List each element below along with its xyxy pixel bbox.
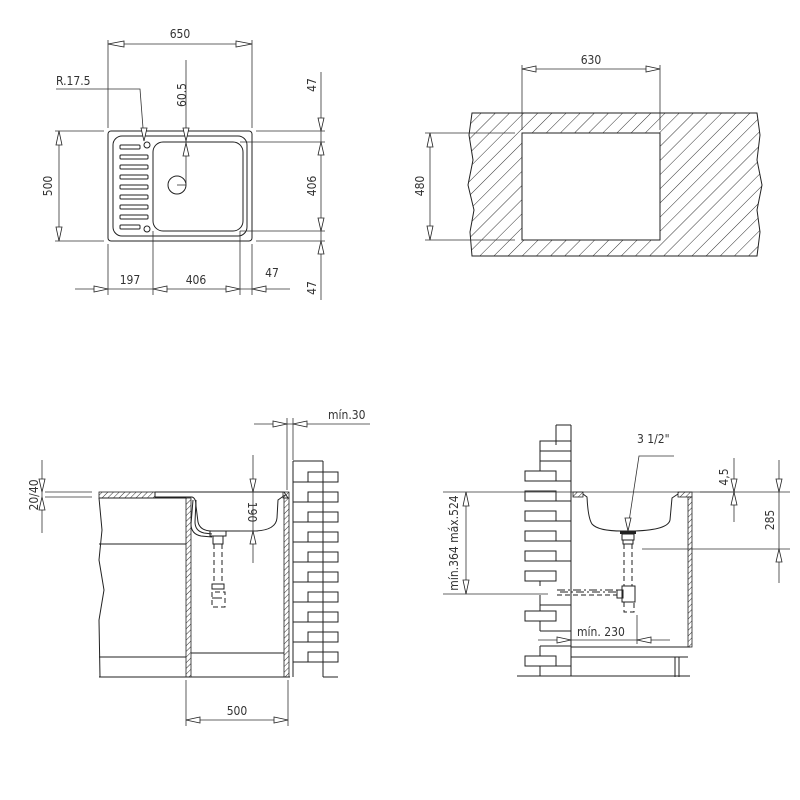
dim-overall-width: 650 [170, 27, 191, 41]
dim-bowl-width: 406 [186, 273, 207, 287]
side-view-left: 20/40 190 [27, 408, 370, 726]
drainer-grooves [119, 144, 149, 230]
cutout-opening [521, 132, 661, 241]
dim-bottom-margin: 47 [305, 281, 319, 295]
dim-drain-offset: 60.5 [175, 83, 189, 107]
tap-hole-bottom [143, 225, 151, 233]
cutout-view: 630 480 [413, 53, 763, 257]
dim-drainer-width: 197 [120, 273, 141, 287]
dim-top-margin: 47 [305, 78, 319, 92]
dim-drain-height: 285 [763, 510, 777, 531]
dim-overall-height: 500 [41, 176, 55, 197]
dim-outlet-height-range: mín.364 máx.524 [447, 495, 461, 591]
dim-worktop-thickness: 20/40 [27, 479, 41, 510]
brick-wall-left [292, 460, 339, 678]
dim-bowl-depth: 190 [245, 502, 259, 523]
dim-drain-size: 3 1/2" [637, 432, 670, 446]
dim-bowl-height: 406 [305, 176, 319, 197]
dim-cutout-height: 480 [413, 176, 427, 197]
dim-min-outlet-distance: mín. 230 [577, 625, 625, 639]
side-view-right: 3 1/2" 4,5 285 mín.364 máx.524 mín. 230 [443, 424, 790, 677]
dim-cutout-width: 630 [581, 53, 602, 67]
dim-corner-radius: R.17.5 [56, 74, 91, 88]
tap-hole-top [143, 141, 151, 149]
brick-wall-right [524, 424, 572, 676]
top-view-plan: 650 R.17.5 60.5 500 47 406 47 [41, 27, 325, 300]
dim-cabinet-width: 500 [227, 704, 248, 718]
sink-outline [107, 130, 253, 242]
bowl-outline [152, 141, 244, 232]
dim-wall-clearance: mín.30 [328, 408, 366, 422]
sink-inner-rim [112, 135, 248, 237]
dim-right-margin: 47 [265, 266, 279, 280]
dim-rim-height: 4,5 [717, 468, 731, 485]
